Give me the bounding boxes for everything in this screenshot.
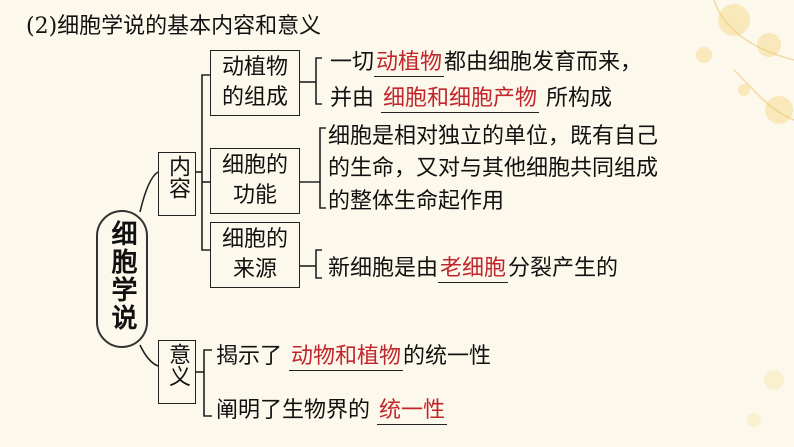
answer-blank: 细胞和细胞产物	[381, 80, 540, 113]
composition-line1-post: 都由细胞发育而来，	[444, 50, 643, 75]
function-line2: 的生命，又对与其他细胞共同组成	[328, 156, 659, 181]
origin-pre: 新细胞是由	[328, 256, 439, 281]
meaning-reveal: 揭示了 动物和植物的统一性	[216, 338, 491, 371]
composition-line1: 一切动植物都由细胞发育而来，	[330, 44, 642, 77]
node-origin: 细胞的 来源	[210, 222, 300, 288]
root-node: 细胞学说	[96, 210, 148, 348]
function-line3: 的整体生命起作用	[328, 189, 505, 214]
composition-line1-pre: 一切	[330, 50, 375, 75]
node-composition-line2: 的组成	[221, 85, 288, 110]
meaning-reveal-post: 的统一性	[403, 344, 492, 369]
section-title: (2)细胞学说的基本内容和意义	[26, 14, 322, 39]
answer-blank: 老细胞	[438, 250, 509, 283]
answer-blank: 动植物	[374, 44, 445, 77]
branch-meaning: 意义	[158, 340, 196, 404]
node-origin-line2: 来源	[232, 257, 277, 282]
answer-blank: 统一性	[377, 392, 448, 425]
node-function-line1: 细胞的	[221, 153, 288, 178]
node-function: 细胞的 功能	[210, 148, 300, 214]
origin-post: 分裂产生的	[508, 256, 619, 281]
branch-content: 内容	[158, 152, 196, 216]
answer-blank: 动物和植物	[289, 338, 404, 371]
node-composition-line1: 动植物	[221, 55, 288, 80]
function-line1: 细胞是相对独立的单位，既有自己	[328, 124, 659, 149]
branch-content-label: 内容	[165, 155, 190, 199]
branch-meaning-label: 意义	[165, 343, 190, 387]
node-composition: 动植物 的组成	[210, 50, 300, 116]
composition-line2: 并由 细胞和细胞产物 所构成	[330, 80, 612, 113]
meaning-clarify-pre: 阐明了生物界的	[216, 398, 371, 423]
node-origin-line1: 细胞的	[221, 227, 288, 252]
root-label: 细胞学说	[107, 220, 137, 332]
node-function-line2: 功能	[232, 183, 277, 208]
meaning-clarify: 阐明了生物界的 统一性	[216, 392, 448, 425]
composition-line2-post: 所构成	[546, 86, 613, 111]
meaning-reveal-pre: 揭示了	[216, 344, 283, 369]
composition-line2-pre: 并由	[330, 86, 375, 111]
origin-line: 新细胞是由老细胞分裂产生的	[328, 250, 618, 283]
